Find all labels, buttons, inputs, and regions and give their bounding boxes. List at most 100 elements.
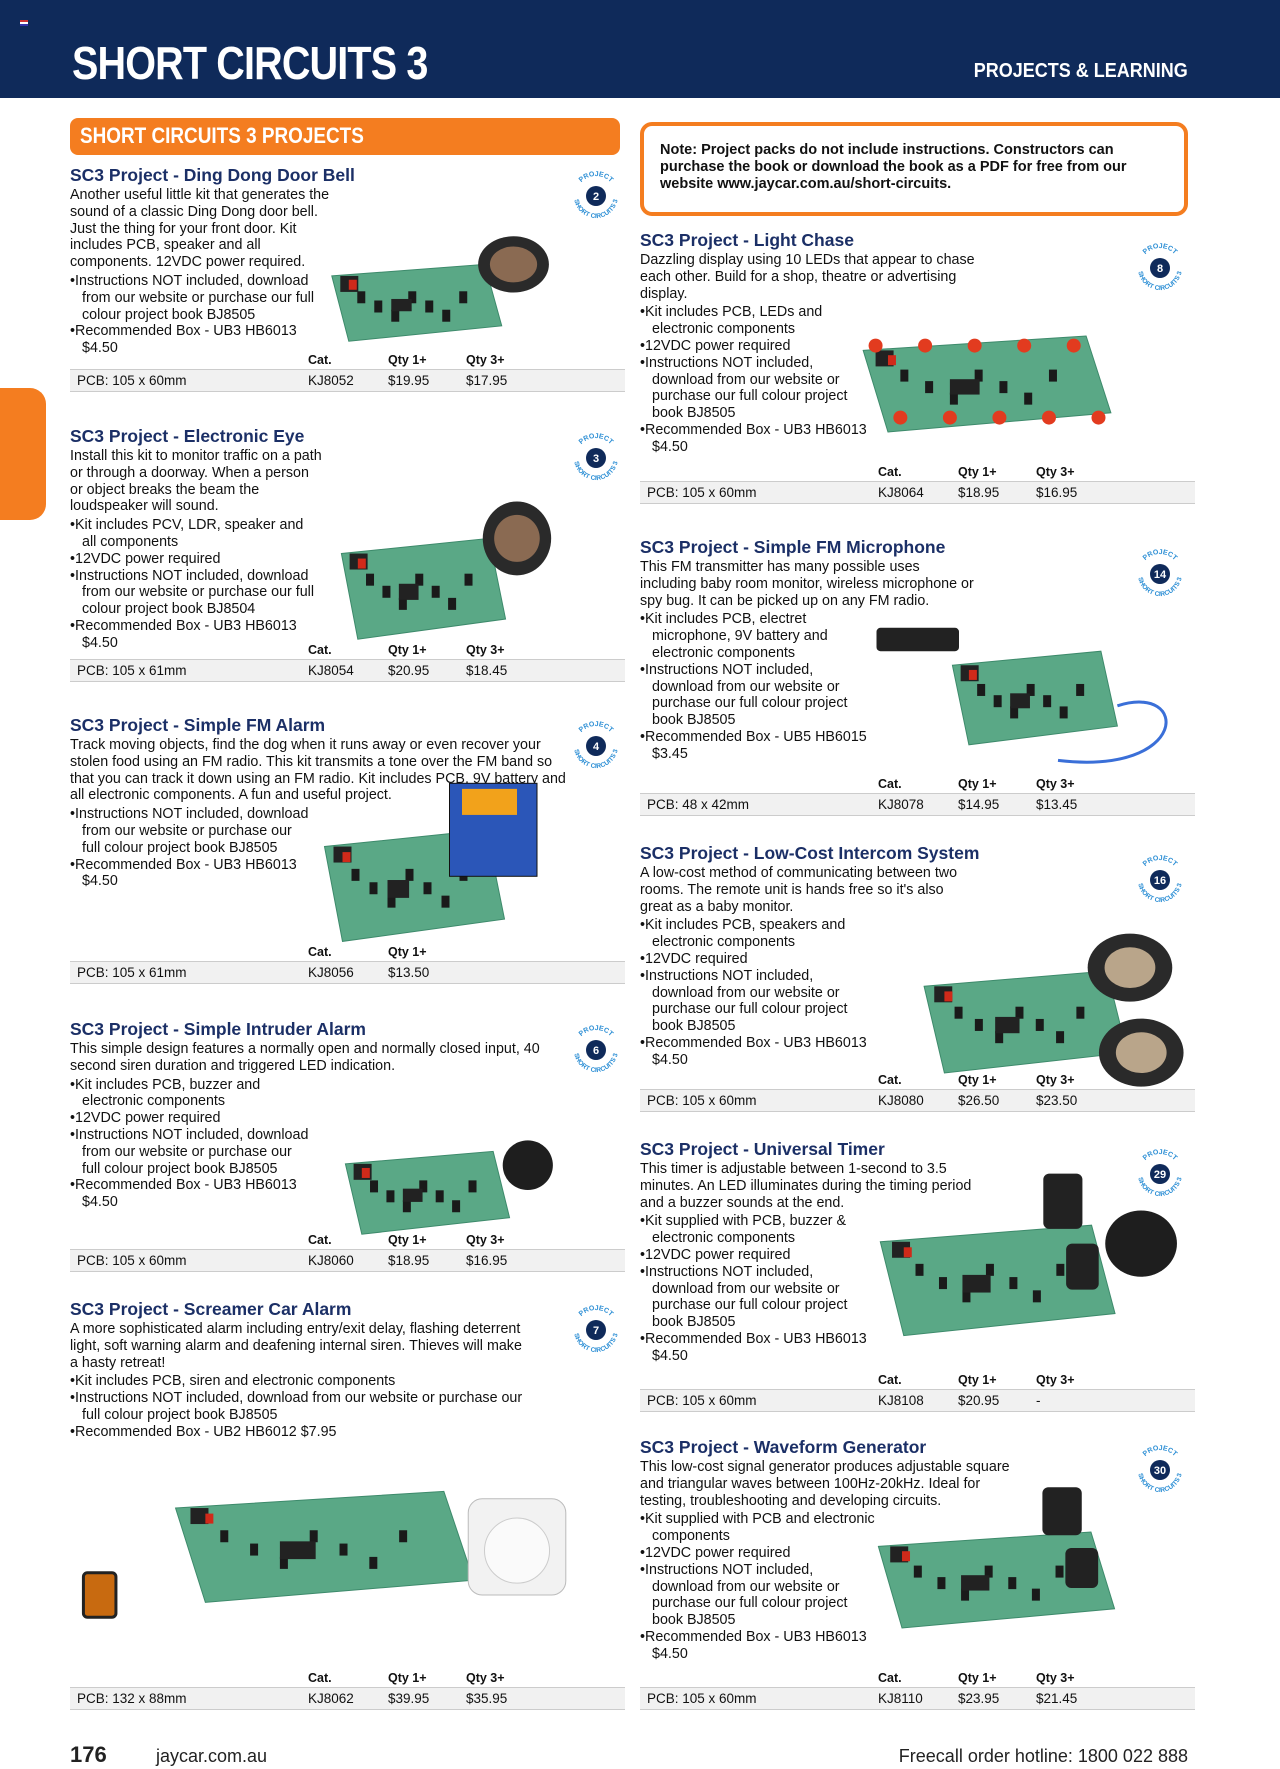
cat-number[interactable]: KJ8060 (308, 1253, 354, 1268)
project-description: Track moving objects, find the dog when … (70, 737, 566, 804)
qty3-header: Qty 3+ (1036, 1373, 1075, 1387)
product-image (334, 1110, 562, 1253)
cat-header: Cat. (308, 945, 332, 959)
page-title: SHORT CIRCUITS 3 (72, 37, 428, 89)
qty1-header: Qty 1+ (958, 777, 997, 791)
page-number: 176 (70, 1742, 107, 1767)
feature-list: Kit includes PCV, LDR, speaker and all c… (70, 517, 315, 651)
product-photo (340, 501, 552, 640)
project-title: SC3 Project - Electronic Eye (70, 426, 305, 446)
price-table-header: Cat.Qty 1+Qty 3+ (640, 1668, 1195, 1688)
cat-header: Cat. (308, 643, 332, 657)
feature-item: Instructions NOT included, download from… (640, 1264, 875, 1331)
qty1-header: Qty 1+ (958, 1373, 997, 1387)
product-photo (344, 1140, 553, 1235)
feature-item: 12VDC power required (640, 1247, 875, 1264)
feature-item: Recommended Box - UB3 HB6013 $4.50 (70, 618, 315, 652)
project-description: Install this kit to monitor traffic on a… (70, 448, 322, 515)
pcb-size: PCB: 48 x 42mm (647, 797, 750, 812)
feature-item: Instructions NOT included, download from… (640, 662, 875, 729)
price-qty3: $17.95 (466, 373, 508, 388)
project-description: This timer is adjustable between 1-secon… (640, 1161, 972, 1211)
flag-icon (20, 20, 28, 26)
cat-header: Cat. (878, 777, 902, 791)
cat-number[interactable]: KJ8108 (878, 1393, 924, 1408)
svg-text:PROJECT: PROJECT (1142, 243, 1179, 257)
cat-number[interactable]: KJ8062 (308, 1691, 354, 1706)
footer-website[interactable]: jaycar.com.au (156, 1746, 268, 1766)
price-qty3: $18.45 (466, 663, 508, 678)
feature-item: Recommended Box - UB3 HB6013 $4.50 (640, 1035, 875, 1069)
svg-text:14: 14 (1154, 569, 1167, 581)
feature-item: Kit includes PCV, LDR, speaker and all c… (70, 517, 315, 551)
product-photo (877, 1487, 1116, 1629)
pcb-size: PCB: 105 x 60mm (647, 1393, 757, 1408)
cat-number[interactable]: KJ8078 (878, 797, 924, 812)
svg-text:2: 2 (593, 191, 599, 203)
side-tab-marker (0, 388, 46, 520)
cat-header: Cat. (308, 1671, 332, 1685)
cat-header: Cat. (878, 1671, 902, 1685)
feature-item: Instructions NOT included, download from… (70, 568, 315, 618)
qty1-header: Qty 1+ (388, 1233, 427, 1247)
project-title: SC3 Project - Universal Timer (640, 1139, 885, 1159)
cat-number[interactable]: KJ8056 (308, 965, 354, 980)
project-title: SC3 Project - Waveform Generator (640, 1437, 927, 1457)
feature-item: Instructions NOT included, download from… (640, 1562, 875, 1629)
page-header: SHORT CIRCUITS 3 PROJECTS & LEARNING (0, 0, 1280, 98)
cat-number[interactable]: KJ8052 (308, 373, 354, 388)
product-image (864, 1170, 1190, 1359)
price-qty3: $16.95 (466, 1253, 508, 1268)
project-title: SC3 Project - Light Chase (640, 230, 854, 250)
product-image (78, 1484, 620, 1637)
cat-number[interactable]: KJ8080 (878, 1093, 924, 1108)
feature-item: Kit includes PCB, LEDs and electronic co… (640, 304, 875, 338)
feature-item: 12VDC power required (70, 551, 315, 568)
cat-number[interactable]: KJ8064 (878, 485, 924, 500)
price-qty1: $39.95 (388, 1691, 430, 1706)
feature-list: Kit supplied with PCB and electronic com… (640, 1511, 875, 1662)
project-description: A more sophisticated alarm including ent… (70, 1321, 522, 1371)
price-table-header: Cat.Qty 1+Qty 3+ (640, 1370, 1195, 1390)
price-qty1: $18.95 (958, 485, 1000, 500)
qty3-header: Qty 3+ (466, 353, 505, 367)
project-title: SC3 Project - Simple FM Alarm (70, 715, 326, 735)
product-photo (81, 1490, 567, 1619)
product-photo (879, 1173, 1177, 1337)
cat-number[interactable]: KJ8110 (878, 1691, 923, 1706)
price-table-header: Cat.Qty 1+Qty 3+ (640, 774, 1195, 794)
feature-item: Recommended Box - UB5 HB6015 $3.45 (640, 729, 875, 763)
pcb-size: PCB: 105 x 61mm (77, 965, 187, 980)
price-qty3: $16.95 (1036, 485, 1078, 500)
project-title: SC3 Project - Ding Dong Door Bell (70, 165, 355, 185)
price-table-header: Cat.Qty 1+Qty 3+ (70, 640, 625, 660)
feature-item: Kit includes PCB, electret microphone, 9… (640, 611, 875, 661)
svg-text:7: 7 (593, 1325, 599, 1337)
product-image (860, 620, 1190, 781)
price-table-header: Cat.Qty 1+Qty 3+ (70, 1230, 625, 1250)
qty3-header: Qty 3+ (466, 1671, 505, 1685)
cat-number[interactable]: KJ8054 (308, 663, 354, 678)
svg-text:4: 4 (593, 741, 600, 753)
product-photo (862, 335, 1112, 433)
section-title: SHORT CIRCUITS 3 PROJECTS (80, 123, 364, 148)
feature-item: Kit includes PCB, speakers and electroni… (640, 917, 875, 951)
svg-text:PROJECT: PROJECT (578, 171, 615, 185)
feature-list: Kit supplied with PCB, buzzer & electron… (640, 1213, 875, 1364)
price-qty3: $23.50 (1036, 1093, 1078, 1108)
